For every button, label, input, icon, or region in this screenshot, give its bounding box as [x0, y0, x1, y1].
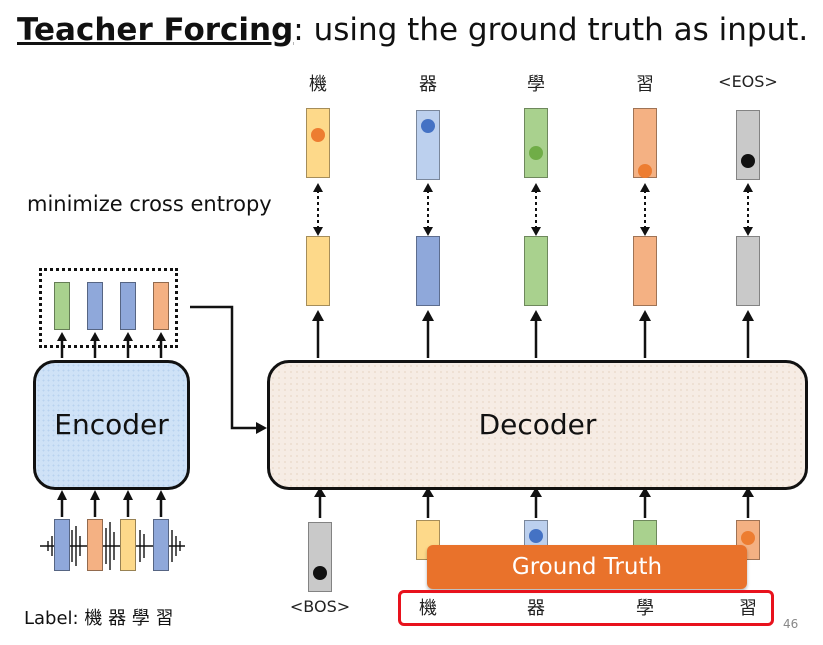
ground-truth-highlight — [398, 590, 774, 626]
ground-truth-token-2: 器 — [527, 598, 545, 619]
title-bold: Teacher Forcing — [17, 12, 294, 48]
slide-title: Teacher Forcing: using the ground truth … — [17, 12, 808, 48]
output-dist-3 — [524, 108, 548, 178]
decoder-output-4 — [633, 236, 657, 306]
cross-entropy-label: minimize cross entropy — [27, 192, 272, 216]
ground-truth-token-4: 習 — [739, 598, 757, 619]
decoder-output-eos — [736, 236, 760, 306]
dist-dot-2 — [421, 119, 435, 133]
output-token-1: 機 — [309, 74, 327, 95]
dist-dot-4 — [638, 164, 652, 178]
decoder-label: Decoder — [478, 408, 597, 441]
encoder-input-vec-1 — [54, 519, 70, 571]
encoder-output-vec-2 — [87, 282, 103, 330]
ground-truth-token-3: 學 — [636, 598, 654, 619]
output-dist-4 — [633, 108, 657, 178]
output-token-4: 習 — [636, 74, 654, 95]
encoder-input-vec-2 — [87, 519, 103, 571]
encoder-input-vec-4 — [153, 519, 169, 571]
encoder-output-vec-1 — [54, 282, 70, 330]
dist-dot-3 — [529, 146, 543, 160]
output-token-3: 學 — [527, 74, 545, 95]
title-rest: : using the ground truth as input. — [293, 12, 809, 48]
decoder-output-3 — [524, 236, 548, 306]
encoder-block: Encoder — [33, 360, 190, 490]
encoder-input-vec-3 — [120, 519, 136, 571]
decoder-output-1 — [306, 236, 330, 306]
encoder-output-vec-3 — [120, 282, 136, 330]
dist-dot-eos — [741, 154, 755, 168]
decoder-block: Decoder — [267, 360, 808, 490]
dist-dot-1 — [311, 128, 325, 142]
bos-label: <BOS> — [289, 597, 351, 616]
bos-dot — [313, 566, 327, 580]
encoder-output-vec-4 — [153, 282, 169, 330]
encoder-label: Encoder — [54, 408, 169, 441]
page-number: 46 — [783, 617, 799, 631]
ground-truth-token-1: 機 — [419, 598, 437, 619]
input-dot-4 — [741, 531, 755, 545]
output-dist-eos — [736, 110, 760, 180]
input-dot-2 — [529, 529, 543, 543]
output-dist-1 — [306, 108, 330, 178]
decoder-input-bos — [308, 522, 332, 592]
output-token-2: 器 — [419, 74, 437, 95]
encoder-output-group — [39, 268, 178, 348]
ground-truth-bar: Ground Truth — [427, 545, 747, 589]
output-token-eos: <EOS> — [718, 72, 778, 91]
decoder-output-2 — [416, 236, 440, 306]
label-text: Label: 機 器 學 習 — [24, 608, 174, 629]
